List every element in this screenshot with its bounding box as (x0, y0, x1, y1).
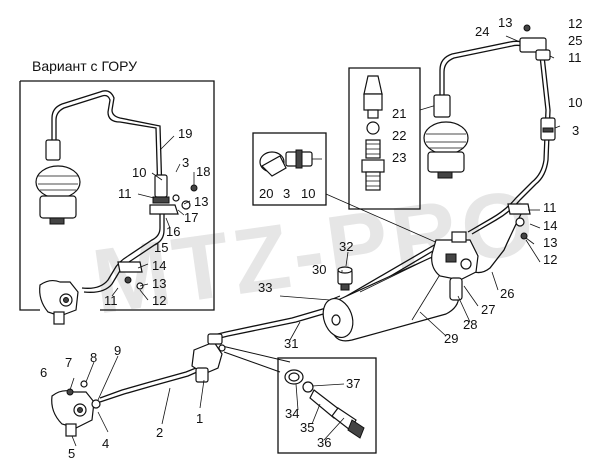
callout-3-right: 3 (572, 123, 579, 138)
callout-8: 8 (90, 350, 97, 365)
callout-13-inset-a: 13 (194, 194, 208, 209)
callout-12-right: 12 (543, 252, 557, 267)
callout-11-top: 11 (568, 50, 582, 65)
callout-32: 32 (339, 239, 353, 254)
valve-detail-box (348, 67, 421, 210)
callout-36: 36 (317, 435, 331, 450)
callout-11-inset-b: 11 (104, 293, 118, 308)
callout-14-right: 14 (543, 218, 557, 233)
brake-valve (51, 380, 101, 437)
callout-1: 1 (196, 411, 203, 426)
callout-3-box: 3 (283, 186, 290, 201)
callout-7: 7 (65, 355, 72, 370)
variant-title: Вариант с ГОРУ (32, 58, 137, 74)
callout-13-top: 13 (498, 15, 512, 30)
callout-3-inset: 3 (182, 155, 189, 170)
variant-inset: Вариант с ГОРУ (19, 58, 215, 325)
callout-35: 35 (300, 420, 314, 435)
callout-29: 29 (444, 331, 458, 346)
leader-lines (69, 35, 561, 447)
callout-20: 20 (259, 186, 273, 201)
callout-16: 16 (166, 224, 180, 239)
callout-24: 24 (475, 24, 489, 39)
callout-19: 19 (178, 126, 192, 141)
callout-23: 23 (392, 150, 406, 165)
brake-chamber (423, 94, 469, 179)
callout-28: 28 (463, 317, 477, 332)
inset-brake-chamber (35, 139, 81, 225)
hose-fitting-detail-box (277, 357, 377, 454)
callout-4: 4 (102, 436, 109, 451)
callout-11-inset-a: 11 (118, 186, 132, 201)
pipe-coupling-mid (540, 117, 556, 141)
callout-37: 37 (346, 376, 360, 391)
callout-10-right: 10 (568, 95, 582, 110)
callout-9: 9 (114, 343, 121, 358)
callout-30: 30 (312, 262, 326, 277)
callout-27: 27 (481, 302, 495, 317)
callout-10-inset: 10 (132, 165, 146, 180)
pressure-regulator (431, 231, 479, 301)
pipe-coupling-upper (519, 24, 551, 61)
callout-6: 6 (40, 365, 47, 380)
pipe-top (439, 40, 529, 95)
callout-labels: 19 10 3 18 11 13 17 16 15 14 13 12 11 20… (40, 15, 582, 461)
callout-26: 26 (500, 286, 514, 301)
callout-31: 31 (284, 336, 298, 351)
pipe-bracket (507, 203, 531, 240)
inset-valve-fitting (149, 174, 198, 215)
callout-33: 33 (258, 280, 272, 295)
callout-21: 21 (392, 106, 406, 121)
callout-17: 17 (184, 210, 198, 225)
callout-34: 34 (285, 406, 299, 421)
inset-brake-valve (39, 279, 79, 325)
callout-12-inset: 12 (152, 293, 166, 308)
callout-5: 5 (68, 446, 75, 461)
variant-inset-frame (19, 81, 40, 311)
callout-25: 25 (568, 33, 582, 48)
pipe-right (471, 55, 551, 235)
inset-bracket (117, 261, 144, 290)
pipe-2 (99, 367, 207, 403)
tee-fitting (191, 333, 226, 383)
callout-11-right: 11 (543, 200, 557, 215)
callout-13-right: 13 (543, 235, 557, 250)
fitting-detail-box (252, 132, 327, 206)
callout-10-box: 10 (301, 186, 315, 201)
callout-15: 15 (154, 240, 168, 255)
inset-pipe-upper (51, 90, 163, 196)
callout-12-top: 12 (568, 16, 582, 31)
callout-22: 22 (392, 128, 406, 143)
callout-13-inset-b: 13 (152, 276, 166, 291)
callout-18: 18 (196, 164, 210, 179)
drain-valve (337, 266, 353, 291)
callout-14-inset: 14 (152, 258, 166, 273)
callout-2: 2 (156, 425, 163, 440)
